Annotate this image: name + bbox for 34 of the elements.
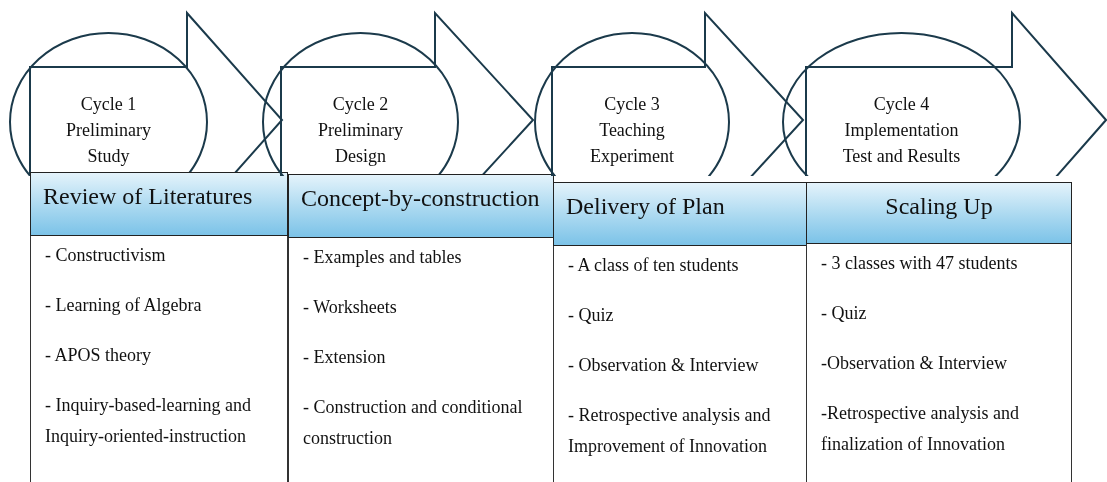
cycle-number: Cycle 3 [603, 93, 661, 116]
column-header: Scaling Up [806, 182, 1072, 244]
list-item: - A class of ten students [568, 254, 740, 277]
list-item: - Constructivism [45, 244, 167, 267]
cycle-title: Preliminary Design [317, 119, 404, 168]
column-header: Delivery of Plan [553, 182, 807, 246]
cycle-title: Teaching Experiment [589, 119, 675, 168]
cycle-number: Cycle 1 [79, 93, 138, 116]
list-item: - Examples and tables [303, 246, 463, 269]
list-item: - APOS theory [45, 344, 152, 367]
list-item: -Retrospective analysis and finalization of Innovation [821, 402, 1020, 456]
list-item: - Worksheets [303, 296, 398, 319]
list-item: - Retrospective analysis and Improvement of Innovation [568, 404, 772, 458]
list-item: - Inquiry-based-learning and Inquiry-oriented-instruction [45, 394, 252, 448]
list-item: - Extension [303, 346, 387, 369]
cycle-title: Implementation Test and Results [841, 119, 962, 168]
cycle-title: Preliminary Study [65, 119, 152, 168]
list-panel [30, 236, 288, 482]
list-item: - 3 classes with 47 students [821, 252, 1019, 275]
list-item: - Construction and conditional construction [303, 396, 524, 450]
list-panel [806, 244, 1072, 482]
list-item: -Observation & Interview [821, 352, 1008, 375]
chevron-arrow-shape [261, 10, 535, 176]
cycle-number: Cycle 2 [331, 93, 390, 116]
column-header: Concept-by-construction [288, 174, 554, 238]
list-item: - Learning of Algebra [45, 294, 203, 317]
chevron-arrow-shape [781, 10, 1107, 176]
chevron-arrow-shape [8, 10, 284, 176]
list-item: - Quiz [568, 304, 615, 327]
chevron-arrow-shape [533, 10, 805, 176]
list-item: - Observation & Interview [568, 354, 760, 377]
column-header: Review of Literatures [30, 172, 288, 236]
list-item: - Quiz [821, 302, 868, 325]
cycle-number: Cycle 4 [872, 93, 931, 116]
